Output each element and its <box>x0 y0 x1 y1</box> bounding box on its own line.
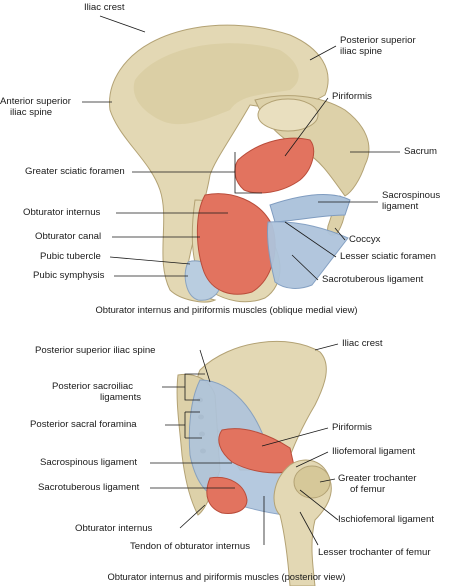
label-ischiofemoral: Ischiofemoral ligament <box>338 514 434 525</box>
label-iliofemoral: Iliofemoral ligament <box>332 446 416 457</box>
label-asis-2: iliac spine <box>10 107 53 118</box>
label-piriformis-bottom: Piriformis <box>332 422 372 433</box>
label-psis-top-1: Posterior superior <box>340 35 416 46</box>
leader-lines <box>82 15 400 546</box>
obturator-internus-muscle <box>196 193 276 295</box>
label-sacrospinous-2: ligament <box>382 201 419 212</box>
sacrotuberous-ligament-shape <box>267 221 349 289</box>
label-post-sacroiliac-2: ligaments <box>100 392 142 403</box>
label-psis-top-2: iliac spine <box>340 46 383 57</box>
label-greater-trochanter-1: Greater trochanter <box>338 473 417 484</box>
caption-bottom: Obturator internus and piriformis muscle… <box>107 571 346 582</box>
label-post-sacral-foramina: Posterior sacral foramina <box>30 419 137 430</box>
label-greater-sciatic-foramen: Greater sciatic foramen <box>25 166 125 177</box>
greater-trochanter-shape <box>293 465 331 499</box>
label-sacrotuberous-top: Sacrotuberous ligament <box>322 274 424 285</box>
bottom-pelvis-view <box>176 341 332 586</box>
label-pubic-tubercle: Pubic tubercle <box>40 251 101 262</box>
obturator-internus-posterior <box>206 476 248 514</box>
sacrospinous-ligament-shape <box>269 194 351 223</box>
label-tendon-obturator: Tendon of obturator internus <box>130 541 251 552</box>
label-obturator-canal: Obturator canal <box>35 231 102 242</box>
label-coccyx: Coccyx <box>349 234 381 245</box>
label-piriformis-top: Piriformis <box>332 91 372 102</box>
label-asis-1: Anterior superior <box>0 96 71 107</box>
ilium-inner-shade <box>133 43 299 125</box>
sacral-promontory <box>257 98 319 132</box>
label-lesser-sciatic-foramen: Lesser sciatic foramen <box>340 251 436 262</box>
label-obturator-internus-top: Obturator internus <box>23 207 101 218</box>
label-greater-trochanter-2: of femur <box>350 484 386 495</box>
label-sacrum: Sacrum <box>404 146 438 157</box>
label-post-sacroiliac-1: Posterior sacroiliac <box>52 381 134 392</box>
label-sacrospinous-1: Sacrospinous <box>382 190 441 201</box>
label-sacrotuberous-bottom: Sacrotuberous ligament <box>38 482 140 493</box>
label-pubic-symphysis: Pubic symphysis <box>33 270 105 281</box>
piriformis-muscle-posterior <box>218 428 296 474</box>
label-obturator-internus-bottom: Obturator internus <box>75 523 153 534</box>
label-psis-bottom: Posterior superior iliac spine <box>35 345 156 356</box>
top-pelvis-view <box>109 24 370 303</box>
label-iliac-crest-top: Iliac crest <box>84 2 125 13</box>
label-iliac-crest-bottom: Iliac crest <box>342 338 383 349</box>
caption-top: Obturator internus and piriformis muscle… <box>95 304 358 315</box>
label-sacrospinous-bottom: Sacrospinous ligament <box>40 457 138 468</box>
piriformis-muscle <box>234 137 315 194</box>
label-lesser-trochanter: Lesser trochanter of femur <box>318 547 431 558</box>
